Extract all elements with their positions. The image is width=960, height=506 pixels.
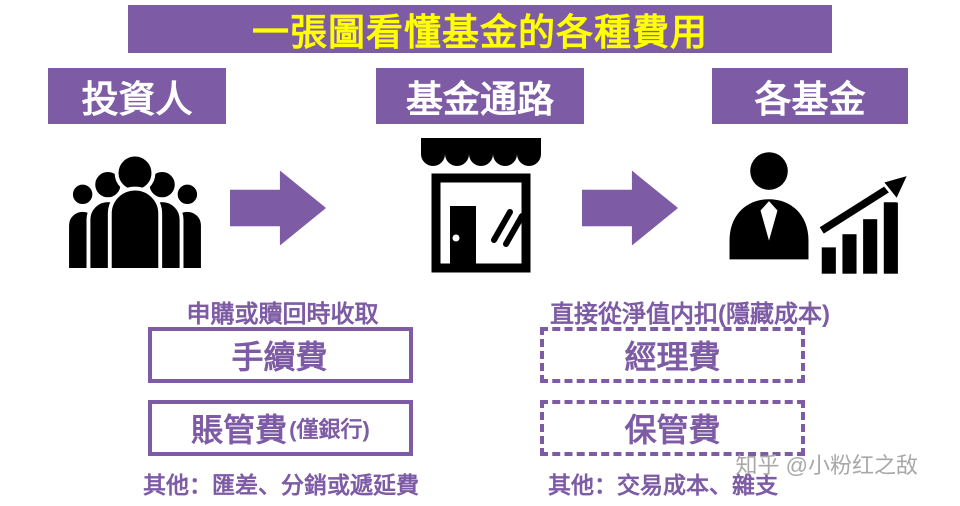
- title-bar: 一張圖看懂基金的各種費用: [128, 5, 832, 53]
- fee-label: 保管費: [624, 412, 721, 448]
- growth-chart-icon: [818, 171, 912, 274]
- left-caption: 申購或贖回時收取: [186, 301, 379, 328]
- businessperson-icon: [729, 152, 809, 260]
- storefront-icon: [421, 138, 541, 273]
- watermark: 知乎 @小粉红之敌: [735, 453, 918, 478]
- fee-box-account-management: 賬管費 (僅銀行): [148, 400, 413, 456]
- column-header-each-fund: 各基金: [712, 68, 908, 124]
- column-header-label: 投資人: [81, 79, 193, 120]
- left-footnote: 其他：匯差、分銷或遞延費: [143, 472, 419, 498]
- fee-suffix: (僅銀行): [289, 417, 370, 442]
- column-header-label: 基金通路: [406, 79, 554, 120]
- arrow-right-icon: [582, 170, 678, 246]
- right-footnote: 其他：交易成本、雜支: [548, 472, 778, 498]
- fee-label: 賬管費: [191, 412, 288, 448]
- right-caption: 直接從淨值内扣(隱藏成本): [550, 301, 830, 328]
- column-header-label: 各基金: [754, 79, 866, 120]
- column-header-fund-channel: 基金通路: [376, 68, 584, 124]
- fee-label: 經理費: [624, 339, 721, 375]
- fee-box-custody: 保管費: [540, 400, 805, 456]
- arrow-right-icon: [230, 170, 326, 246]
- fee-label: 手續費: [231, 339, 328, 375]
- page-title: 一張圖看懂基金的各種費用: [252, 12, 708, 53]
- people-group-icon: [65, 152, 205, 270]
- column-header-investor: 投資人: [48, 68, 226, 124]
- fee-box-management: 經理費: [540, 327, 805, 383]
- fee-box-handling: 手續費: [148, 327, 413, 383]
